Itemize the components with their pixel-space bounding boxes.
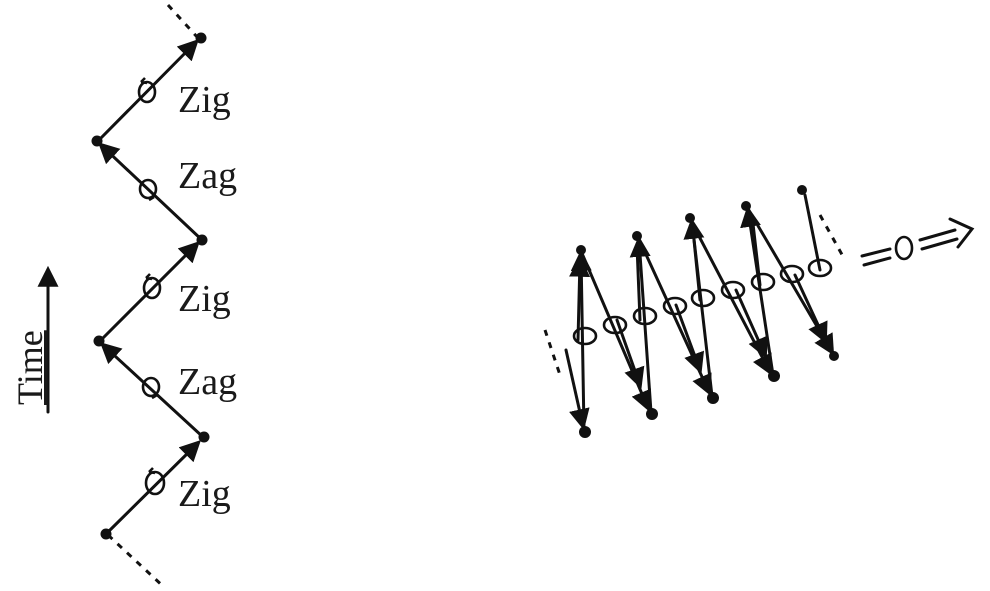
propagation-shaft-lower [862, 256, 892, 267]
zag-label: Zag [178, 155, 237, 197]
spin-icon [144, 467, 166, 496]
propagation-arrowhead [948, 217, 975, 249]
helix-spin-icons [572, 258, 833, 346]
helix-up-segment [803, 193, 822, 272]
helix-down-segment [615, 318, 645, 389]
spin-icon [602, 315, 628, 335]
spin-icon [807, 258, 833, 278]
spin-icon [137, 77, 157, 104]
helix-down-segment [674, 303, 705, 374]
time-axis: Time [10, 265, 59, 414]
helix-diagram [543, 185, 975, 438]
spin-icon [632, 306, 658, 326]
helix-up-segment [740, 205, 775, 377]
zig-label: Zig [178, 79, 231, 121]
helix-down-segment [564, 348, 590, 431]
zig-segment-1 [105, 440, 201, 535]
spin-icon [142, 273, 162, 300]
propagation-shaft-upper [860, 247, 892, 258]
spin-icon [662, 296, 688, 316]
vertex-dot [93, 335, 105, 347]
zag-segment-1 [99, 342, 205, 439]
spin-icon [572, 326, 598, 346]
helix-down-segment [688, 217, 772, 376]
time-axis-label: Time [10, 330, 50, 405]
helix-vertex-dot [576, 245, 586, 255]
helix-vertex-dot [579, 426, 591, 438]
propagation-arrow [860, 217, 975, 267]
helix-vertex-dot [707, 392, 719, 404]
propagation-shaft-upper [918, 228, 957, 242]
spin-icon [750, 272, 776, 292]
helix-vertex-dot [797, 185, 807, 195]
zig-label: Zig [178, 473, 231, 515]
spin-icon [779, 264, 805, 284]
helix-lead-dash [543, 329, 562, 376]
vertex-dot [91, 135, 103, 147]
spin-icon [894, 235, 914, 261]
zag-label: Zag [178, 361, 237, 403]
spin-icon [690, 288, 716, 308]
vertex-dot [195, 32, 207, 44]
spin-icon [720, 280, 746, 300]
zigzag-worldline: Zig Zag Zig Zag Zig [91, 3, 237, 590]
helix-up-segment [569, 255, 591, 342]
worldline-top-dash [166, 3, 200, 40]
zig-segment-2 [98, 241, 200, 343]
helix-down-segment [734, 288, 768, 359]
zig-segment-3 [96, 39, 199, 143]
helix-up-segment [570, 249, 592, 432]
helix-up-segment [691, 228, 702, 302]
vertex-dot [100, 528, 112, 540]
helix-tail-dash [818, 214, 847, 261]
helix-vertex-dot [632, 231, 642, 241]
helix-vertex-dot [829, 351, 839, 361]
helix-vertex-dot [685, 213, 695, 223]
helix-vertex-dot [646, 408, 658, 420]
helix-up-segment [629, 235, 653, 414]
helix-down-segment [793, 273, 828, 344]
vertex-dot [198, 431, 210, 443]
zig-label: Zig [178, 278, 231, 320]
spin-icon [138, 178, 158, 202]
propagation-shaft-lower [920, 237, 959, 251]
vertex-dot [196, 234, 208, 246]
zag-segment-2 [97, 142, 204, 242]
spin-icon [141, 376, 161, 400]
worldline-bottom-dash [106, 533, 167, 590]
helix-vertex-dot [741, 201, 751, 211]
helix-vertex-dot [768, 370, 780, 382]
